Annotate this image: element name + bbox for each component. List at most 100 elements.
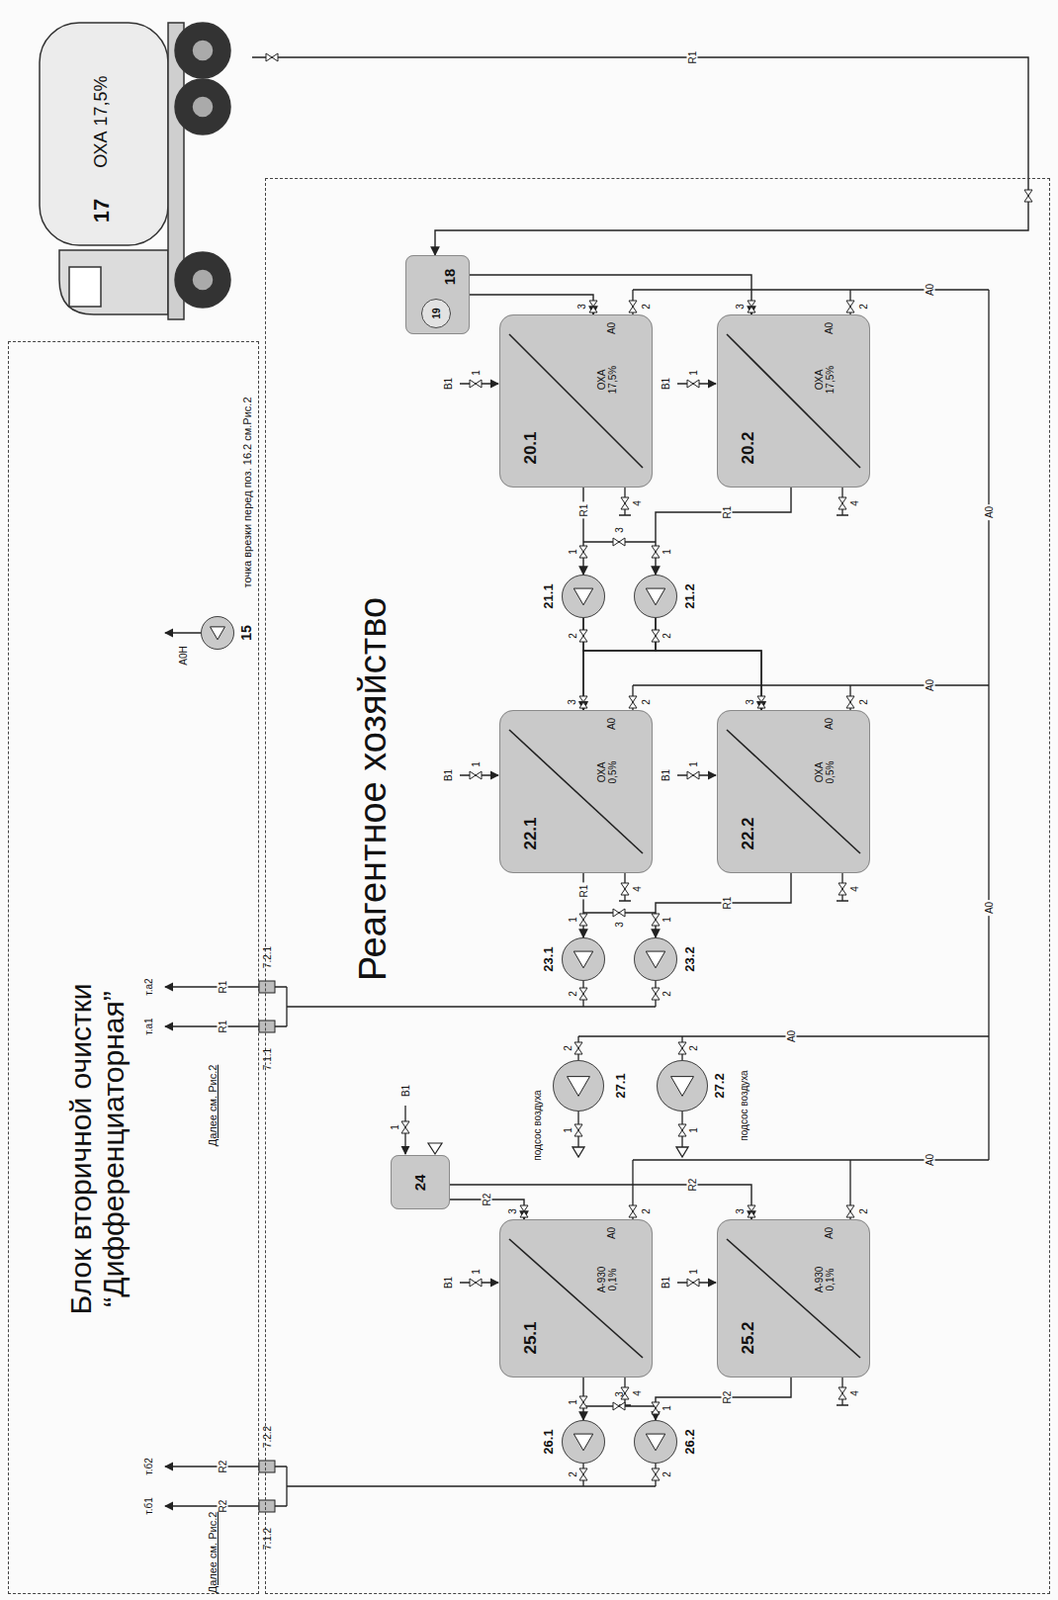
callout-label: 3 [614, 527, 625, 533]
shape-note: ОХА 0,5% [813, 752, 836, 793]
callout-label: 4 [849, 885, 861, 892]
callout-label: А0 [606, 1227, 618, 1239]
outlet-arrow [165, 631, 201, 633]
valve-symbol [838, 497, 847, 510]
drawing-part [59, 250, 169, 315]
valve-symbol [747, 300, 756, 313]
valve-symbol [628, 696, 637, 708]
valve-symbol [589, 300, 598, 313]
shape-label: 21.1 [541, 583, 556, 609]
callout-label: В1 [442, 769, 454, 782]
callout-label: А0 [983, 504, 995, 521]
valve-symbol [265, 53, 278, 62]
shape-outline [633, 937, 678, 981]
callout-label: т.б1 [143, 1497, 155, 1515]
callout-label: 4 [631, 500, 643, 507]
shape-note: А-930 0,1% [596, 1259, 618, 1300]
valve-symbol [651, 1468, 660, 1481]
valve-symbol [613, 1402, 625, 1411]
callout-label: подсос воздуха [531, 1089, 543, 1160]
shape-outline [633, 574, 678, 618]
drawing-part [210, 626, 226, 640]
callout-label: 2 [858, 303, 870, 310]
valve-symbol [651, 987, 660, 1000]
shape-note: ОХА 17,5% [91, 75, 112, 168]
valve-symbol [628, 300, 637, 313]
callout-label: 2 [661, 1471, 673, 1478]
drawing-part [726, 729, 861, 854]
pump-symbol: 26.1 [561, 1419, 606, 1464]
callout-label: 4 [849, 1390, 861, 1397]
callout-label: 2 [858, 1208, 870, 1215]
valve-symbol [687, 771, 700, 780]
drawing-part [175, 22, 231, 79]
valve-symbol [579, 696, 588, 708]
callout-label: 2 [567, 632, 579, 639]
valve-symbol [613, 908, 625, 917]
callout-label: т.б2 [143, 1457, 155, 1476]
shape-label: 17 [89, 198, 114, 223]
callout-label: 1 [688, 1268, 700, 1275]
valve-symbol [757, 696, 766, 708]
shape-note: ОХА 17,5% [596, 359, 618, 400]
callout-label: А0 [823, 717, 835, 730]
drawing-part [573, 1433, 593, 1451]
pipe-connector [582, 487, 584, 575]
valve-symbol [1024, 189, 1033, 202]
callout-label: А0 [983, 899, 995, 916]
valve-symbol [520, 1205, 529, 1218]
valve-symbol [579, 1468, 588, 1481]
reagent-tank: 25.1 А-930 0,1% [499, 1219, 653, 1378]
blower-symbol: 27.1 [552, 1059, 605, 1112]
valve-symbol [651, 913, 660, 926]
shape-label: 22.2 [739, 816, 759, 850]
pipe-connector [583, 617, 656, 710]
valve-symbol [687, 379, 700, 388]
valve-symbol [651, 629, 660, 642]
pipe-line [286, 289, 989, 1506]
drawing-part [191, 95, 214, 118]
drawing-part [573, 951, 593, 969]
drawing-part [191, 268, 214, 291]
shape-label: 25.1 [522, 1321, 541, 1354]
callout-label: А0 [924, 677, 936, 694]
pump-symbol: 26.2 [633, 1419, 678, 1464]
callout-label: 1 [661, 548, 673, 555]
shape-label: 20.2 [739, 431, 759, 464]
valve-symbol [747, 1205, 756, 1218]
valve-symbol [628, 1205, 637, 1218]
drawing-part [509, 1238, 643, 1358]
flowmeter [259, 980, 275, 1512]
drawing-part [259, 1020, 275, 1033]
valve-symbol [579, 987, 588, 1000]
callout-label: 2 [640, 303, 652, 310]
drawing-part [726, 334, 861, 468]
valve-symbol [579, 629, 588, 642]
pump-symbol: 23.1 [561, 937, 606, 981]
valve-symbol [574, 1042, 583, 1055]
callout-label: А0 [823, 1227, 835, 1239]
drawing-part [191, 39, 214, 62]
pump-symbol: 19 [421, 298, 451, 329]
callout-label: А0Н [177, 645, 189, 665]
callout-label: 3 [566, 699, 578, 706]
callout-label: 3 [614, 1391, 625, 1398]
valve-symbol [846, 1205, 855, 1218]
pipe-label: R1 [721, 504, 733, 522]
blower-symbol: 27.2 [656, 1059, 708, 1112]
shape-label: 15 [239, 624, 255, 641]
shape-outline [552, 1059, 605, 1112]
callout-label: 1 [389, 1124, 401, 1131]
pipe-connector [469, 274, 752, 315]
callout-label: В1 [660, 1276, 672, 1289]
callout-label: 1 [562, 1127, 574, 1134]
pump-symbol: 21.2 [633, 574, 678, 618]
callout-label: В1 [442, 1276, 454, 1289]
valve-symbol [574, 1124, 583, 1137]
callout-label: 2 [640, 699, 652, 706]
callout-label: R2 [217, 1458, 229, 1476]
callout-label: А0 [924, 1151, 936, 1168]
valve-symbol [620, 882, 629, 895]
callout-label: 2 [567, 1471, 579, 1478]
